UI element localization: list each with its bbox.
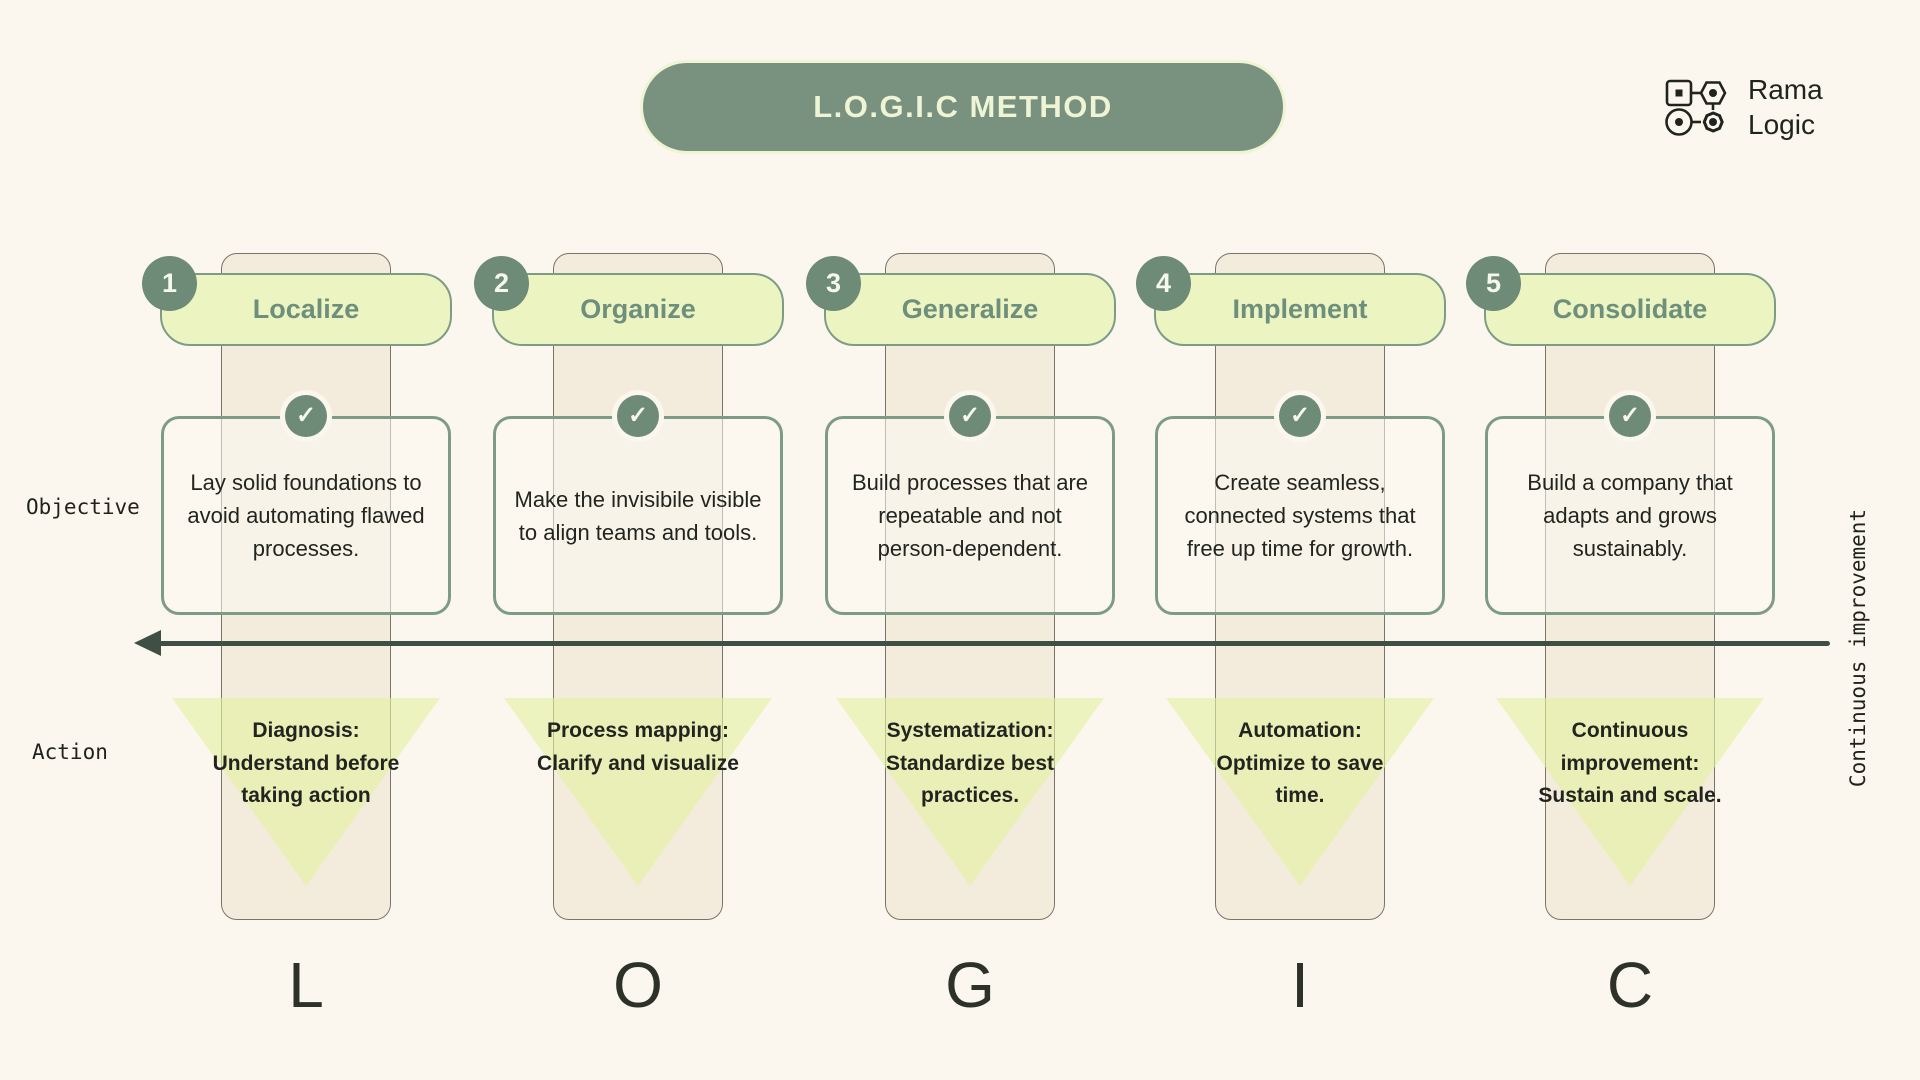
objective-card: Create seamless, connected systems that …	[1155, 416, 1445, 615]
action-text: Process mapping: Clarify and visualize	[537, 719, 739, 775]
step-name-label: Generalize	[901, 294, 1039, 324]
row-label-action: Action	[32, 740, 108, 764]
acronym-letter: O	[613, 949, 663, 1021]
continuous-improvement-label: Continuous improvement	[1846, 508, 1870, 787]
step-number: 5	[1485, 268, 1502, 298]
objective-card: Make the invisibile visible to align tea…	[493, 416, 783, 615]
step-number: 3	[825, 268, 842, 298]
step-number-badge: 2	[474, 256, 529, 311]
step-name-pill: Organize	[492, 273, 784, 346]
title-pill: L.O.G.I.C METHOD	[640, 60, 1286, 154]
objective-text: Create seamless, connected systems that …	[1184, 470, 1416, 561]
acronym-letter: I	[1291, 949, 1309, 1021]
action-text: Systematization: Standardize best practi…	[885, 719, 1055, 808]
step-number-badge: 4	[1136, 256, 1191, 311]
row-label-objective: Objective	[26, 495, 140, 519]
check-icon: ✓	[617, 395, 659, 437]
step-name-label: Organize	[580, 294, 696, 324]
action-text: Continuous improvement: Sustain and scal…	[1538, 719, 1722, 808]
objective-card: Lay solid foundations to avoid automatin…	[161, 416, 451, 615]
objective-text: Build processes that are repeatable and …	[851, 470, 1089, 561]
page-title: L.O.G.I.C METHOD	[813, 89, 1113, 124]
step-name-pill: Implement	[1154, 273, 1446, 346]
method-column: Organize 2 ✓ Make the invisibile visible…	[474, 253, 784, 1063]
step-name-label: Implement	[1232, 294, 1368, 324]
method-column: Localize 1 ✓ Lay solid foundations to av…	[142, 253, 452, 1063]
step-number: 4	[1155, 268, 1172, 298]
acronym-letter: G	[945, 949, 995, 1021]
objective-text: Make the invisibile visible to align tea…	[514, 486, 762, 545]
brand-name-line2: Logic	[1748, 109, 1815, 140]
brand-logo: Rama Logic	[1664, 72, 1823, 142]
step-name-pill: Consolidate	[1484, 273, 1776, 346]
step-name-label: Localize	[252, 294, 360, 324]
step-number-badge: 5	[1466, 256, 1521, 311]
check-icon: ✓	[1279, 395, 1321, 437]
step-number: 1	[161, 268, 178, 298]
step-name-pill: Generalize	[824, 273, 1116, 346]
left-arrowhead-icon	[134, 630, 161, 656]
method-column: Implement 4 ✓ Create seamless, connected…	[1136, 253, 1446, 1063]
check-icon: ✓	[1609, 395, 1651, 437]
objective-text: Build a company that adapts and grows su…	[1527, 470, 1733, 561]
timeline-arrow	[158, 641, 1830, 646]
brand-name-line1: Rama	[1748, 74, 1823, 105]
objective-card: Build a company that adapts and grows su…	[1485, 416, 1775, 615]
step-number: 2	[493, 268, 510, 298]
check-icon: ✓	[949, 395, 991, 437]
brand-name: Rama Logic	[1748, 72, 1823, 142]
method-column: Consolidate 5 ✓ Build a company that ada…	[1466, 253, 1776, 1063]
step-name-label: Consolidate	[1552, 294, 1708, 324]
check-icon: ✓	[285, 395, 327, 437]
acronym-letter: C	[1606, 949, 1654, 1021]
objective-card: Build processes that are repeatable and …	[825, 416, 1115, 615]
acronym-letter: L	[288, 949, 324, 1021]
action-text: Diagnosis: Understand before taking acti…	[212, 719, 400, 808]
rama-logic-network-icon	[1664, 76, 1734, 138]
step-number-badge: 3	[806, 256, 861, 311]
objective-text: Lay solid foundations to avoid automatin…	[187, 470, 425, 561]
method-column: Generalize 3 ✓ Build processes that are …	[806, 253, 1116, 1063]
action-text: Automation: Optimize to save time.	[1216, 719, 1384, 808]
step-name-pill: Localize	[160, 273, 452, 346]
step-number-badge: 1	[142, 256, 197, 311]
